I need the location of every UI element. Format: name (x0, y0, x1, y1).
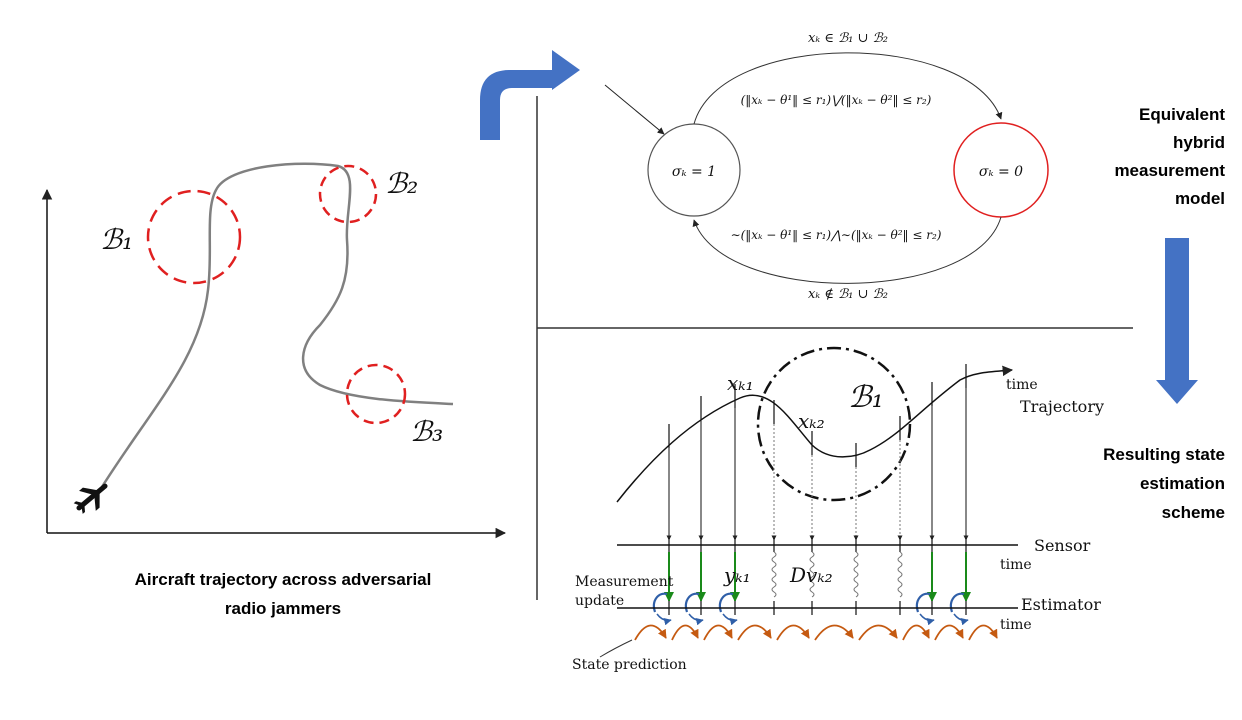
state-prediction-arc (703, 624, 733, 641)
time-label-estimator: time (1000, 617, 1032, 633)
svg-text:model: model (1175, 189, 1225, 208)
curved-arrow-icon (480, 50, 580, 140)
time-label-sensor: time (1000, 557, 1032, 573)
label-b1: ℬ₁ (100, 223, 133, 256)
label-zone-b1: ℬ₁ (848, 380, 884, 415)
aircraft-trajectory (98, 162, 454, 491)
state-prediction-arc (776, 624, 810, 641)
svg-text:measurement: measurement (1114, 161, 1225, 180)
top-condition: xₖ ∈ ℬ₁ ∪ ℬ₂ (808, 31, 888, 46)
trajectory-label: Trajectory (1020, 397, 1104, 416)
scheme-side-label: Resulting state estimation scheme (1103, 445, 1225, 522)
measurement-update-arc (652, 592, 668, 613)
left-panel: ℬ₁ ℬ₂ ℬ₃ Aircraft trajectory across adve… (41, 162, 507, 618)
svg-text:Equivalent: Equivalent (1139, 105, 1225, 124)
top-guard: (‖xₖ − θ¹‖ ≤ r₁)⋁(‖xₖ − θ²‖ ≤ r₂) (741, 93, 932, 107)
automaton-side-label: Equivalent hybrid measurement model (1114, 105, 1225, 208)
measurement-update-tail (919, 613, 935, 626)
label-x-k2: xₖ₂ (798, 409, 825, 433)
jammer-b2 (318, 164, 378, 224)
jammed-signal (853, 551, 859, 598)
measurement-update-tail (688, 613, 704, 626)
label-d-vk2: Dvₖ₂ (789, 563, 833, 587)
jammer-b3 (345, 363, 407, 425)
measurement-update-arc (915, 592, 931, 613)
initial-arrow (604, 84, 665, 135)
state-prediction-arc (671, 624, 699, 641)
airplane-icon (73, 483, 108, 514)
down-arrow-icon (1156, 238, 1198, 404)
sampling-ticks (634, 364, 998, 641)
state-prediction-pointer (599, 639, 633, 658)
svg-text:scheme: scheme (1162, 503, 1225, 522)
sensor-label: Sensor (1034, 536, 1091, 555)
measurement-update-arc (718, 592, 734, 613)
state-prediction-arc (634, 624, 667, 641)
jammed-signal (771, 551, 777, 598)
svg-text:Resulting state: Resulting state (1103, 445, 1225, 464)
jammed-signal (897, 551, 903, 598)
state-prediction-arc (858, 624, 898, 641)
label-x-k1: xₖ₁ (727, 371, 754, 395)
state-prediction-arc (934, 624, 964, 641)
svg-text:hybrid: hybrid (1173, 133, 1225, 152)
estimation-scheme: time Trajectory xₖ₁ xₖ₂ ℬ₁ Sensor time y… (572, 346, 1225, 673)
state-prediction-arc (814, 624, 854, 641)
transition-1-to-0 (693, 52, 1003, 125)
state-left-label: σₖ = 1 (672, 164, 716, 180)
hybrid-automaton: σₖ = 1 σₖ = 0 xₖ ∈ ℬ₁ ∪ ℬ₂ (‖xₖ − θ¹‖ ≤ … (604, 31, 1225, 302)
measurement-update-tail (656, 613, 672, 626)
true-trajectory (616, 365, 1014, 503)
measurement-update-tail (953, 613, 969, 626)
state-prediction-arc (968, 624, 998, 641)
bottom-guard: ∼(‖xₖ − θ¹‖ ≤ r₁)⋀∼(‖xₖ − θ²‖ ≤ r₂) (731, 228, 942, 242)
state-prediction-arc (902, 624, 930, 641)
measurement-update-tail (722, 613, 738, 626)
label-y-k1: yₖ₁ (723, 563, 751, 587)
jammer-zone-b1 (756, 346, 912, 502)
estimator-label: Estimator (1021, 595, 1101, 614)
jammed-signal (809, 551, 815, 598)
svg-text:estimation: estimation (1140, 474, 1225, 493)
bottom-condition: xₖ ∉ ℬ₁ ∪ ℬ₂ (808, 287, 888, 302)
jammer-b1 (146, 189, 242, 285)
label-b2: ℬ₂ (385, 167, 418, 200)
state-prediction-label: State prediction (572, 657, 687, 673)
transition-0-to-1 (692, 216, 1002, 284)
measurement-update-line2: update (575, 593, 624, 609)
left-caption-line2: radio jammers (225, 599, 341, 618)
label-b3: ℬ₃ (410, 415, 443, 448)
state-prediction-arc (737, 624, 772, 641)
time-label-top: time (1006, 377, 1038, 393)
measurement-update-arc (949, 592, 965, 613)
measurement-update-line1: Measurement (575, 574, 674, 590)
measurement-update-arc (684, 592, 700, 613)
left-caption-line1: Aircraft trajectory across adversarial (135, 570, 432, 589)
state-right-label: σₖ = 0 (979, 164, 1023, 180)
